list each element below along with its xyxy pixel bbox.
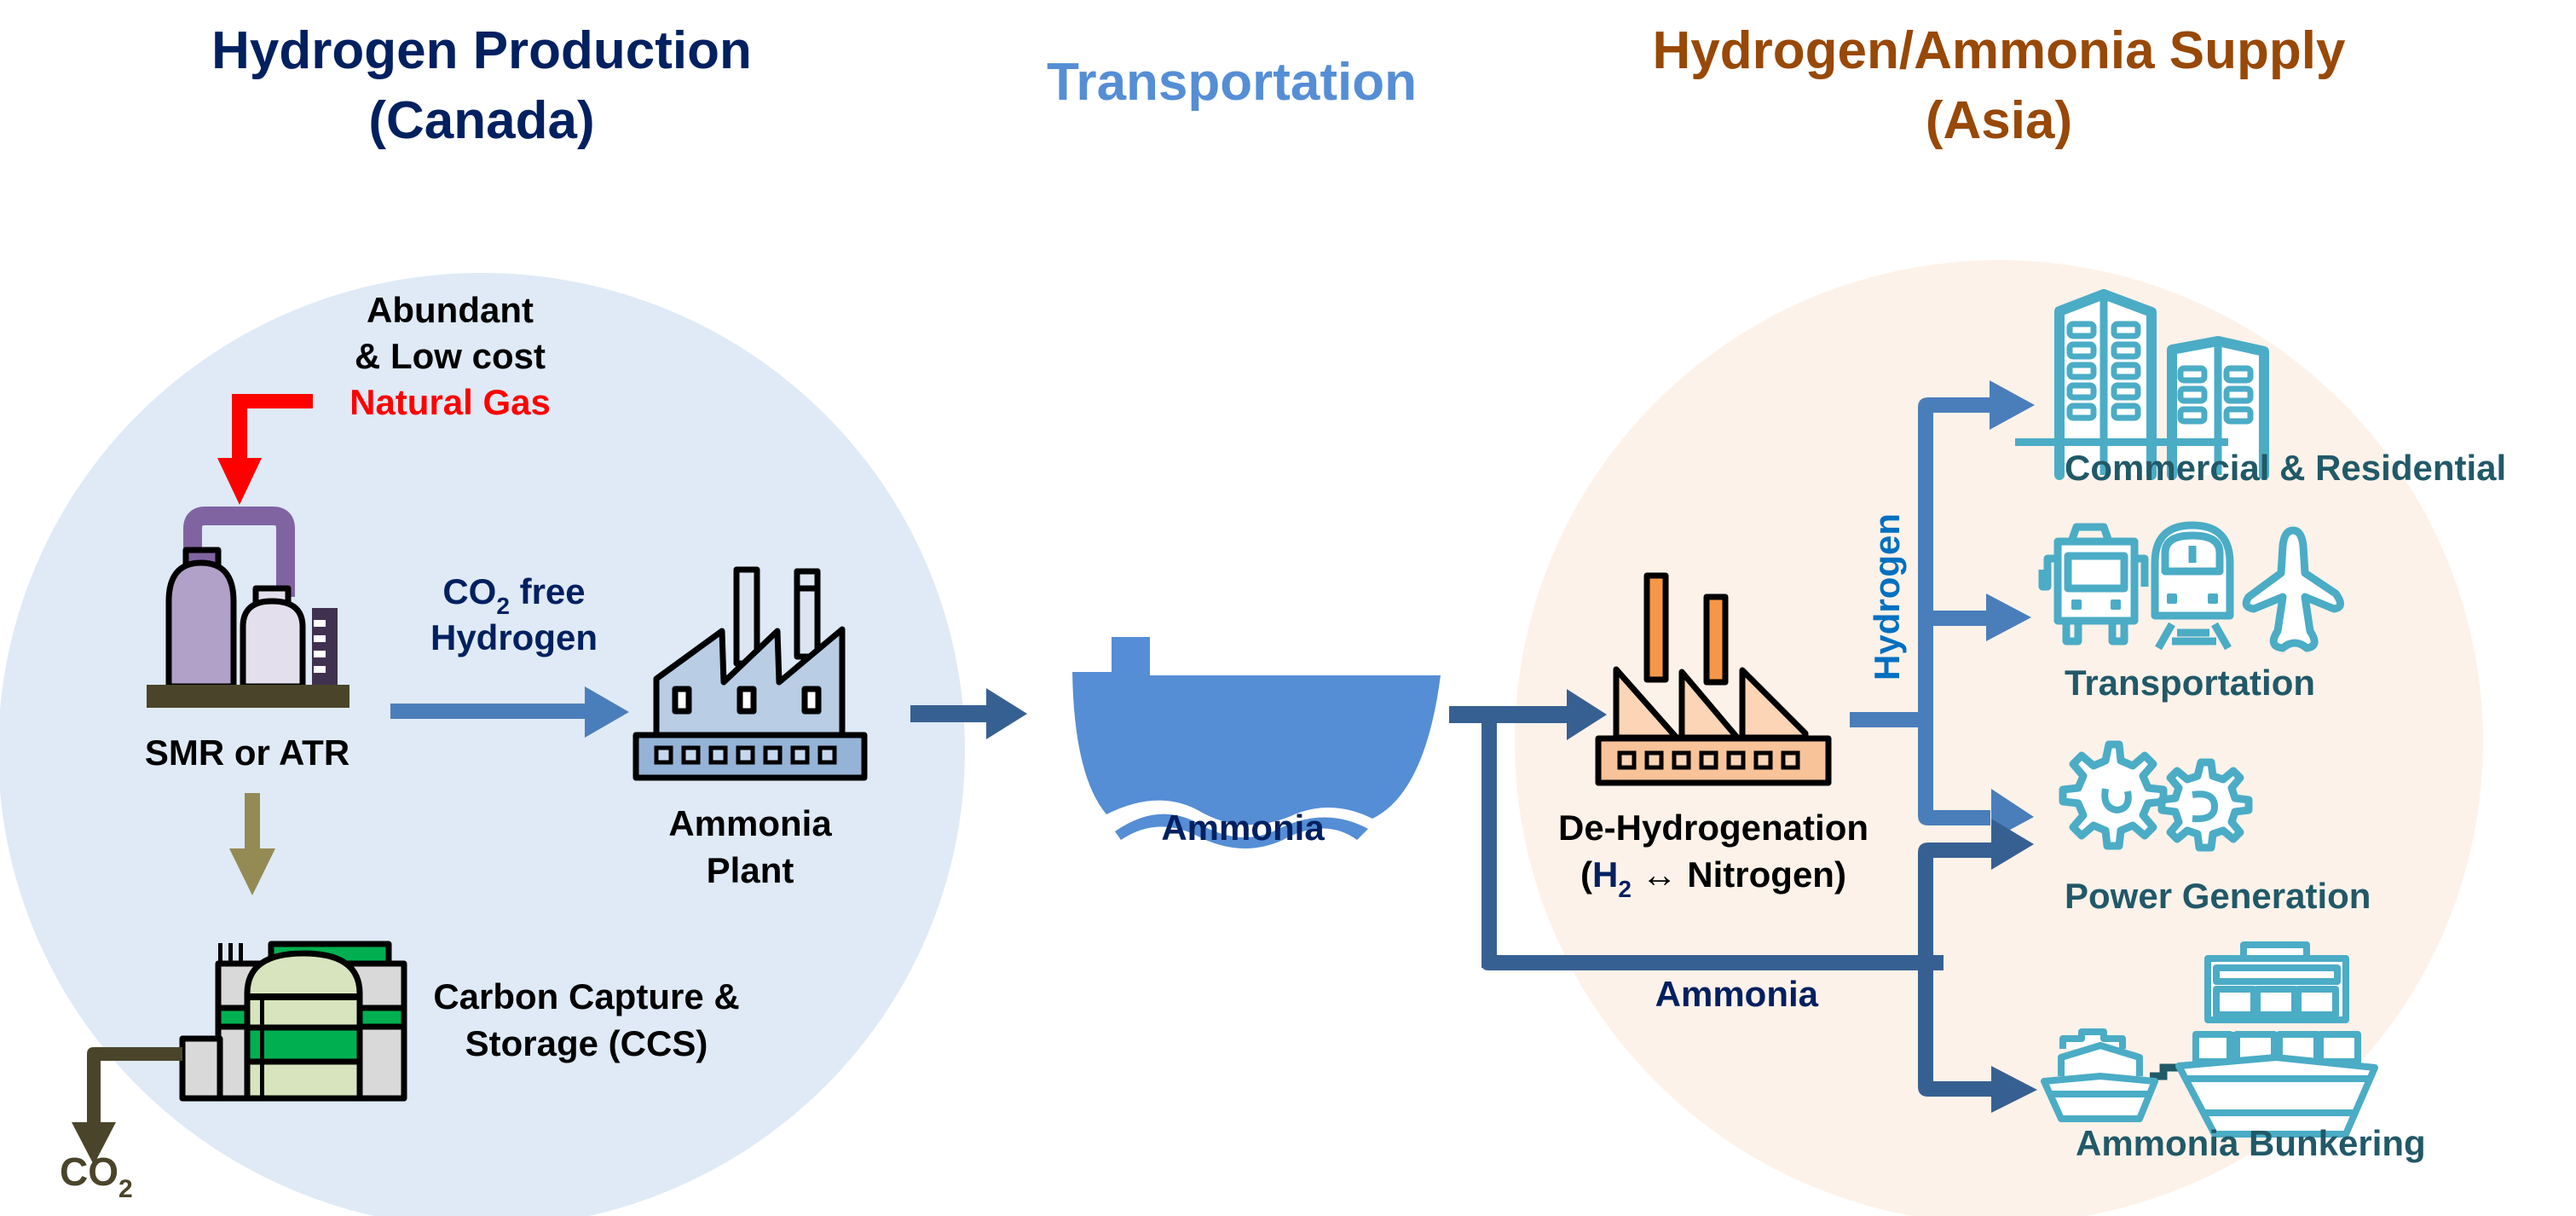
end-use-label-transportation: Transportation	[2065, 663, 2315, 703]
bus-train-plane-icon	[2038, 521, 2344, 652]
feedstock-line3: Natural Gas	[349, 382, 551, 422]
production-title: Hydrogen Production	[211, 21, 752, 80]
ccs-line1: Carbon Capture &	[433, 976, 739, 1016]
production-subtitle: (Canada)	[368, 91, 594, 150]
hydrogen-branch-label: Hydrogen	[1867, 513, 1907, 680]
dehydrogenation-line2: (H2 ↔ Nitrogen)	[1580, 854, 1846, 902]
reformer-to-ccs-arrow	[229, 793, 275, 895]
ccs-facility-icon	[179, 941, 407, 1102]
ammonia-tanker-ship-icon	[1072, 637, 1441, 848]
dehydrogenation-plant-icon	[1595, 572, 1832, 786]
hydrogen-branch-arrows	[1850, 380, 2035, 840]
supply-title: Hydrogen/Ammonia Supply	[1653, 21, 2346, 80]
reformer-label: SMR or ATR	[145, 732, 349, 773]
ccs-line2: Storage (CCS)	[465, 1023, 708, 1063]
transport-carrier-label: Ammonia	[1161, 808, 1325, 848]
dehydrogenation-line1: De-Hydrogenation	[1558, 808, 1868, 848]
ammonia-branch-label: Ammonia	[1655, 974, 1819, 1014]
ammonia-plant-icon	[632, 566, 868, 781]
transportation-title: Transportation	[1047, 53, 1417, 112]
end-use-label-power: Power Generation	[2065, 876, 2371, 916]
reformer-icon	[147, 507, 349, 708]
end-use-label-bunkering: Ammonia Bunkering	[2076, 1123, 2426, 1163]
feedstock-line1: Abundant	[367, 290, 534, 330]
co2-output-label: CO2	[60, 1149, 133, 1203]
hydrogen-to-plant-arrow	[390, 686, 629, 738]
co2-output-arrow	[72, 1047, 182, 1165]
ship-to-asia-arrows	[1449, 689, 1944, 970]
gears-icon	[2059, 740, 2253, 852]
hydrogen-flow-line1: CO2 free	[442, 571, 585, 619]
feedstock-line2: & Low cost	[355, 336, 546, 376]
supply-subtitle: (Asia)	[1926, 91, 2072, 150]
ammonia-plant-line2: Plant	[707, 850, 794, 890]
hydrogen-flow-line2: Hydrogen	[430, 617, 598, 657]
ammonia-branch-arrows	[1918, 819, 2037, 1113]
natural-gas-arrow	[217, 394, 313, 505]
ammonia-plant-line1: Ammonia	[668, 803, 832, 843]
plant-to-ship-arrow	[910, 688, 1027, 739]
end-use-label-commercial: Commercial & Residential	[2065, 448, 2506, 488]
ships-icon	[2041, 941, 2378, 1138]
buildings-icon	[2015, 289, 2269, 480]
